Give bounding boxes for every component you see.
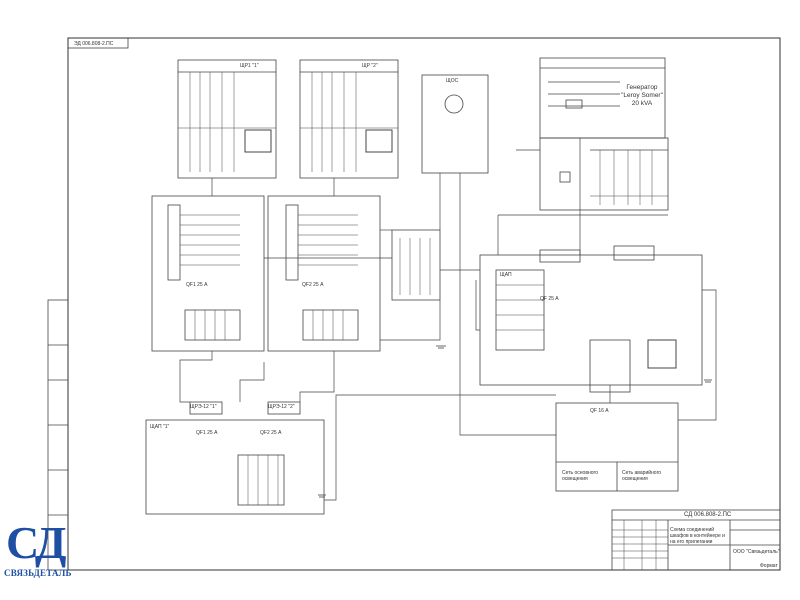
left-margin-strip [47,299,69,571]
logo-name: СВЯЗЬДЕТАЛЬ [4,568,72,578]
logo-mark: СД [6,517,67,568]
panel-1-box [177,59,277,179]
lamp-panel-label: ЩОС [446,78,459,84]
breaker-qf3: QF 25 А [540,296,559,302]
sub-panel-1-label: ЩРЭ-12 "1" [190,404,217,410]
sheet-frame [67,37,781,571]
generator-title: Генератор "Leroy Somer" 20 kVA [620,84,664,108]
breaker-qf2: QF2 25 А [302,282,324,288]
panel-1-terminal-block [244,129,272,153]
lamp-socket-circle [444,94,464,114]
title-block-name: Схема соединений шкафов в контейнере и н… [670,527,725,545]
title-block-code: СД 006.808-2.ПС [684,512,732,518]
title-block-format: Формат [760,563,778,569]
breaker-qf4: QF 16 А [590,408,609,414]
generator-control-box [539,137,669,211]
left-dist-box-1 [151,195,265,352]
top-stamp-box [67,37,129,49]
breaker-qf5: QF1 25 А [196,430,218,436]
right-lower-panel-label: ЩАП [500,272,512,278]
breaker-qf1: QF1 25 А [186,282,208,288]
note-main-lighting: Сеть основного освещения [562,470,599,482]
generator-line3: 20 kVA [631,100,653,107]
lower-left-panel [145,419,325,515]
title-block-company: ООО "Связьдеталь" [733,549,780,555]
left-dist-box-2 [267,195,381,352]
right-terminal-block [647,339,677,369]
right-middle-panel [479,254,703,386]
panel-2-terminal-block [365,129,393,153]
left-lower-panel-label: ЩАП "1" [150,424,170,430]
note-emergency-lighting: Сеть аварийного освещения [622,470,662,482]
panel-1-label: ЩР1 "1" [240,63,259,69]
company-logo: СД СВЯЗЬДЕТАЛЬ [2,518,82,584]
breaker-qf6: QF2 25 А [260,430,282,436]
center-connection-box [391,229,441,301]
generator-line1: Генератор [626,84,658,91]
lamp-panel-box [421,74,489,174]
sub-panel-2-label: ЩРЭ-12 "2" [268,404,295,410]
panel-2-label: ЩР "2" [362,63,378,69]
title-block [611,509,781,571]
panel-2-box [299,59,399,179]
generator-line2: "Leroy Somer" [621,92,663,99]
top-stamp-code: ЭД 006.808-2.ПС [74,41,114,47]
